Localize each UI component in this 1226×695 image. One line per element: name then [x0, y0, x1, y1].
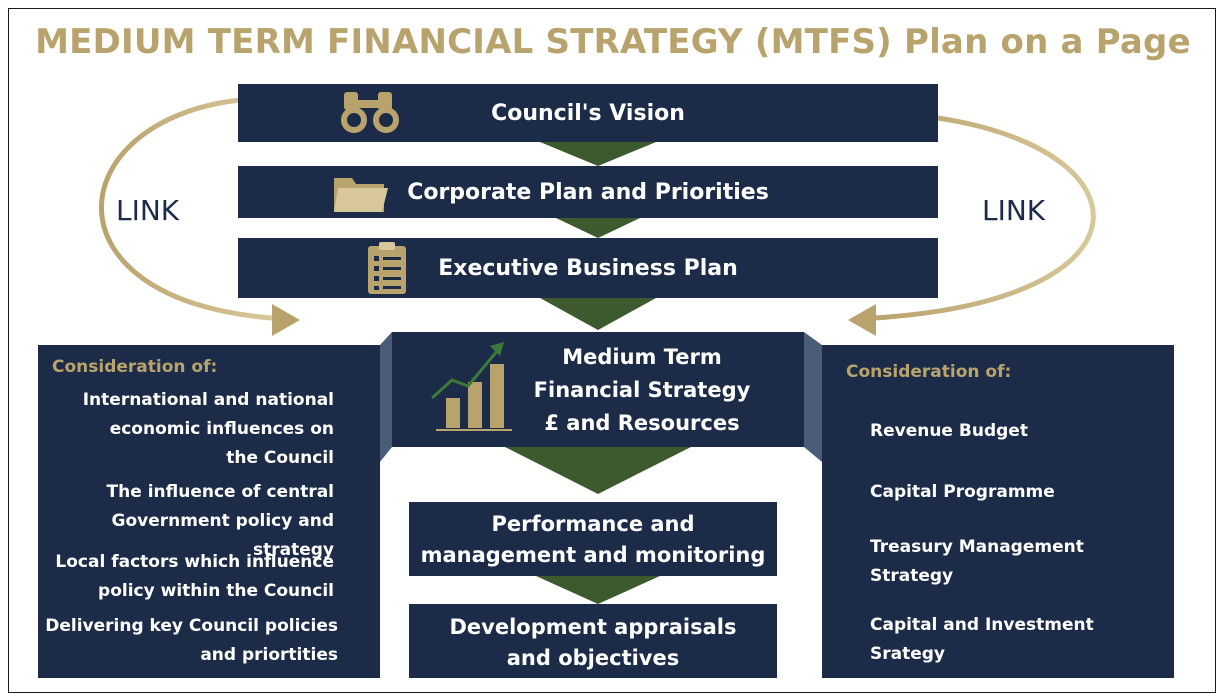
link-arrowhead-left [272, 304, 300, 336]
development-line-1: Development appraisals [449, 615, 737, 639]
left-connector [380, 332, 392, 462]
clipboard-checklist-icon [368, 242, 406, 294]
right-item-4-line-2: Srategy [870, 644, 946, 664]
flow-arrow-1 [540, 142, 656, 166]
left-panel-heading: Consideration of: [52, 357, 218, 377]
performance-line-1: Performance and [491, 512, 695, 536]
left-item-4-line-1: Delivering key Council policies [45, 616, 338, 636]
council-vision-label: Council's Vision [491, 100, 685, 126]
right-item-1-line-1: Revenue Budget [870, 421, 1028, 441]
business-plan-label: Executive Business Plan [438, 255, 738, 281]
performance-line-2: management and monitoring [420, 543, 766, 567]
mtfs-box [392, 332, 804, 447]
left-item-4-line-2: and priortities [200, 645, 338, 665]
mtfs-line-2: Financial Strategy [533, 378, 751, 402]
right-item-4: Capital and Investment Srategy [870, 611, 1160, 669]
corporate-plan-label: Corporate Plan and Priorities [407, 179, 769, 205]
right-item-2: Capital Programme [870, 478, 1160, 507]
right-item-3-line-1: Treasury Management [870, 537, 1084, 557]
flow-arrow-2 [556, 218, 640, 238]
right-item-3: Treasury Management Strategy [870, 533, 1160, 591]
page-title: MEDIUM TERM FINANCIAL STRATEGY (MTFS) Pl… [35, 22, 1191, 62]
right-connector [804, 332, 822, 462]
mtfs-line-3: £ and Resources [544, 411, 740, 435]
mtfs-line-1: Medium Term [562, 345, 722, 369]
performance-box: Performance and management and monitorin… [409, 502, 777, 576]
left-item-1-line-2: economic influences on [109, 419, 334, 439]
link-label-left: LINK [116, 194, 180, 227]
left-item-4: Delivering key Council policies and prio… [40, 612, 338, 670]
flow-arrow-4 [505, 447, 691, 494]
right-item-2-line-1: Capital Programme [870, 482, 1055, 502]
right-item-1: Revenue Budget [870, 417, 1160, 446]
folder-icon [334, 178, 388, 212]
right-item-4-line-1: Capital and Investment [870, 615, 1094, 635]
flow-arrow-3 [540, 298, 656, 330]
left-item-1-line-1: International and national [82, 390, 334, 410]
left-item-3-line-2: policy within the Council [98, 581, 334, 601]
left-item-3-line-1: Local factors which influence [55, 552, 334, 572]
left-consideration-panel [38, 345, 380, 678]
development-box: Development appraisals and objectives [409, 604, 777, 678]
flow-arrow-5 [536, 576, 660, 604]
link-curve-right [873, 115, 1096, 321]
business-plan-bar: Executive Business Plan [238, 238, 938, 298]
growth-chart-icon [430, 342, 512, 431]
mtfs-label: Medium Term Financial Strategy £ and Res… [530, 341, 754, 440]
left-item-1: International and national economic infl… [40, 386, 334, 473]
right-consideration-panel [822, 345, 1174, 678]
left-item-2-line-2: Government policy and strategy [111, 511, 334, 560]
link-arrowhead-right [848, 304, 876, 336]
binoculars-icon [341, 92, 399, 133]
right-item-3-line-2: Strategy [870, 566, 954, 586]
right-panel-heading: Consideration of: [846, 362, 1012, 382]
development-line-2: and objectives [506, 646, 680, 670]
left-item-2-line-1: The influence of central [106, 482, 334, 502]
left-item-2: The influence of central Government poli… [40, 478, 334, 565]
left-item-3: Local factors which influence policy wit… [40, 548, 334, 606]
link-label-right: LINK [982, 194, 1046, 227]
left-item-1-line-3: the Council [226, 448, 334, 468]
link-curve-left [99, 97, 273, 321]
